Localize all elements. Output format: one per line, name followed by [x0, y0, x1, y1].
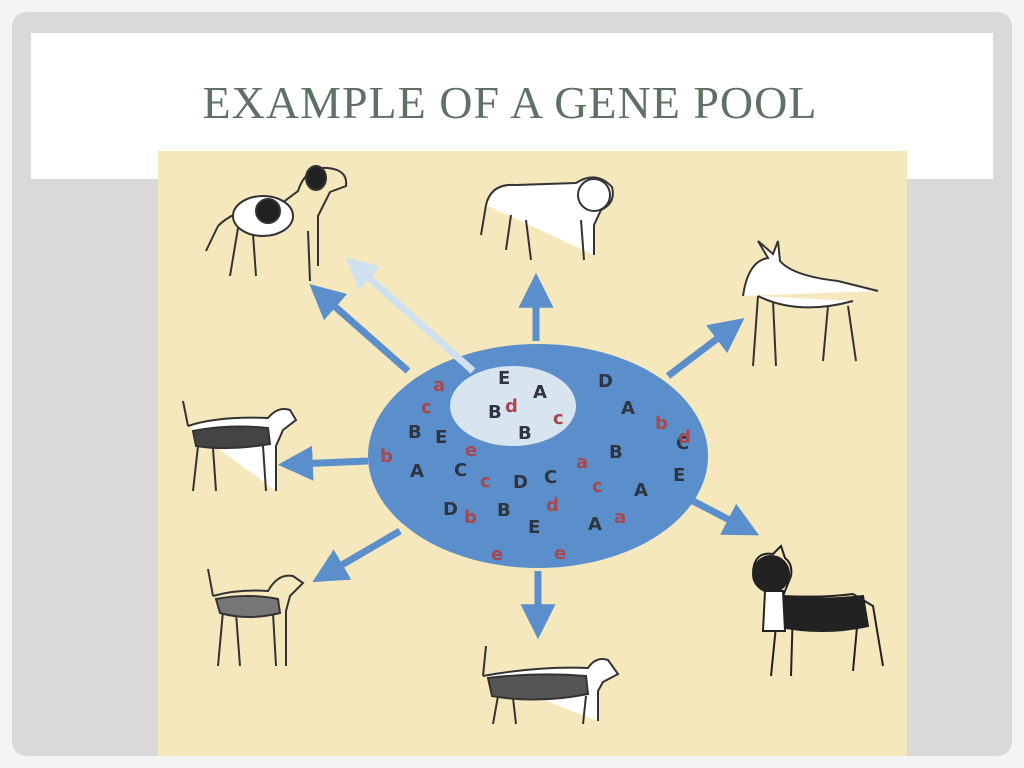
outer-allele-13: c	[480, 471, 491, 492]
outer-allele-17: B	[609, 442, 623, 463]
outer-allele-12: e	[465, 440, 477, 461]
outer-allele-6: E	[435, 427, 447, 448]
outer-allele-2: D	[598, 371, 613, 392]
airedale-terrier-icon	[207, 568, 305, 667]
outer-allele-20: A	[634, 480, 648, 501]
outer-allele-19: c	[592, 476, 603, 497]
arrows-group	[277, 272, 760, 640]
slide-title: EXAMPLE OF A GENE POOL	[202, 77, 818, 128]
arrow-to-boston-terrier	[691, 497, 760, 536]
outer-allele-27: E	[528, 517, 540, 538]
outer-allele-29: e	[554, 543, 566, 564]
inner-allele-1: A	[533, 382, 547, 403]
outer-allele-0: a	[433, 375, 445, 396]
outer-allele-22: b	[464, 507, 477, 528]
outer-allele-24: d	[546, 495, 559, 516]
outer-allele-16: a	[576, 452, 588, 473]
arrow-to-bull-terrier	[665, 318, 745, 379]
outer-allele-11: C	[454, 460, 467, 481]
boston-terrier-icon	[752, 544, 884, 677]
arrow-to-beagle	[277, 445, 369, 481]
bulldog-icon	[480, 176, 614, 261]
outer-allele-1: c	[421, 397, 432, 418]
outer-allele-21: D	[443, 499, 458, 520]
outer-allele-7: C	[676, 433, 689, 454]
outer-allele-4: b	[655, 413, 668, 434]
outer-allele-25: A	[588, 514, 602, 535]
inner-allele-3: d	[505, 396, 518, 417]
outer-allele-15: C	[544, 467, 557, 488]
outer-allele-5: B	[408, 422, 422, 443]
inner-pool-ellipse	[450, 366, 576, 446]
arrow-to-spaniel	[309, 283, 411, 374]
outer-allele-10: A	[410, 461, 424, 482]
outer-allele-23: B	[497, 500, 511, 521]
bull-terrier-icon	[742, 240, 879, 367]
outer-allele-14: D	[513, 472, 528, 493]
beagle-icon	[182, 400, 298, 492]
inner-allele-5: B	[518, 423, 532, 444]
inner-allele-4: c	[553, 408, 564, 429]
outer-allele-28: e	[491, 544, 503, 565]
selection-arrow	[346, 257, 476, 374]
basset-hound-icon	[482, 645, 620, 725]
outer-allele-9: b	[380, 446, 393, 467]
outer-allele-26: a	[614, 507, 626, 528]
spaniel-dog-icon	[205, 165, 348, 282]
outer-allele-3: A	[621, 398, 635, 419]
arrow-to-airedale	[312, 527, 402, 583]
outer-allele-18: E	[673, 465, 685, 486]
inner-allele-2: B	[488, 402, 502, 423]
outer-allele-8: d	[678, 427, 691, 448]
inner-allele-0: E	[498, 368, 510, 389]
